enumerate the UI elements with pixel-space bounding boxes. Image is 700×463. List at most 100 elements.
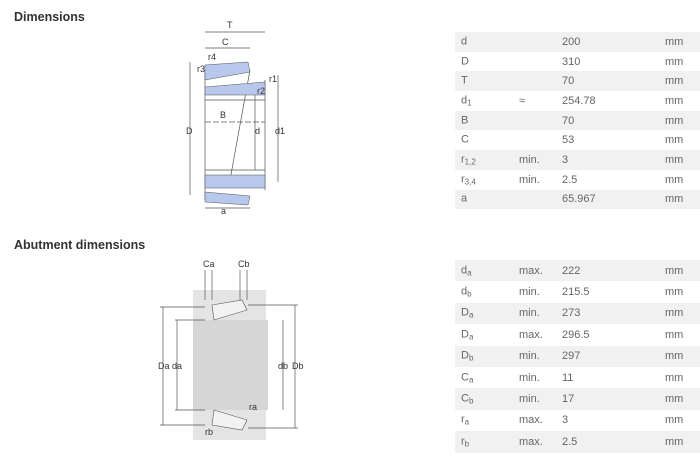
table-row: B 70 mm: [455, 110, 700, 131]
label-r1: r1: [269, 74, 277, 84]
symbol: r1,2: [461, 153, 476, 166]
table-row: r3,4 min. 2.5 mm: [455, 170, 700, 190]
table-row: C 53 mm: [455, 130, 700, 150]
symbol: rb: [461, 435, 469, 448]
label-r4: r4: [208, 52, 216, 62]
value: 2.5: [562, 173, 578, 186]
symbol-text: B: [461, 114, 469, 127]
abutment-diagram: Ca Cb Da da db Db ra rb: [158, 259, 304, 440]
label-r3: r3: [197, 64, 205, 74]
qualifier: ≈: [519, 94, 526, 107]
symbol: B: [461, 114, 468, 127]
label-D: D: [186, 126, 193, 136]
value: 215.5: [562, 286, 590, 299]
symbol-text: d: [461, 264, 468, 277]
symbol-subscript: b: [464, 439, 470, 449]
symbol-text: a: [461, 192, 468, 205]
inner-ring-top: [204, 81, 266, 96]
roller-bottom: [211, 409, 248, 431]
symbol-text: D: [461, 55, 469, 68]
value: 2.5: [562, 435, 578, 448]
label-a: a: [221, 206, 226, 216]
label-Db: Db: [292, 361, 304, 371]
outer-ring-bottom: [204, 174, 266, 189]
label-ra: ra: [249, 402, 257, 412]
table-row: da max. 222 mm: [455, 260, 700, 282]
table-row: T 70 mm: [455, 71, 700, 92]
table-row: Ca min. 11 mm: [455, 367, 700, 388]
table-row: db min. 215.5 mm: [455, 281, 700, 302]
table-row: a 65.967 mm: [455, 189, 700, 210]
qualifier: max.: [519, 264, 543, 277]
symbol-text: C: [461, 371, 469, 384]
symbol-subscript: a: [468, 332, 474, 342]
symbol: Da: [461, 328, 473, 341]
value: 3: [562, 414, 569, 427]
qualifier: min.: [519, 286, 540, 299]
qualifier: min.: [519, 307, 540, 320]
value: 70: [562, 75, 575, 88]
unit: mm: [665, 286, 684, 299]
symbol: Cb: [461, 393, 473, 406]
value: 222: [562, 264, 581, 277]
symbol-subscript: a: [464, 417, 470, 427]
symbol-text: D: [461, 349, 469, 362]
value: 53: [562, 134, 575, 147]
value: 17: [562, 393, 575, 406]
symbol-subscript: a: [467, 268, 472, 278]
table-row: ra max. 3 mm: [455, 410, 700, 431]
unit: mm: [665, 114, 684, 127]
qualifier: max.: [519, 435, 543, 448]
symbol-text: T: [461, 74, 468, 87]
unit: mm: [665, 307, 684, 320]
unit: mm: [665, 35, 684, 48]
value: 273: [562, 307, 581, 320]
unit: mm: [665, 173, 684, 186]
unit: mm: [665, 55, 684, 68]
qualifier: min.: [519, 371, 540, 384]
symbol: T: [461, 75, 468, 88]
symbol: D: [461, 55, 469, 68]
unit: mm: [665, 193, 684, 206]
table-row: Cb min. 17 mm: [455, 388, 700, 410]
label-da: da: [172, 361, 182, 371]
table-row: rb max. 2.5 mm: [455, 431, 700, 453]
unit: mm: [665, 371, 684, 384]
qualifier: min.: [519, 350, 540, 363]
symbol: Da: [461, 307, 473, 320]
value: 200: [562, 35, 581, 48]
symbol-text: D: [461, 306, 469, 319]
unit: mm: [665, 264, 684, 277]
value: 296.5: [562, 328, 590, 341]
symbol-subscript: 1: [467, 98, 472, 108]
symbol-subscript: 1,2: [464, 157, 476, 167]
table-row: Da max. 296.5 mm: [455, 324, 700, 345]
table-row: d 200 mm: [455, 32, 700, 52]
unit: mm: [665, 134, 684, 147]
table-row: Da min. 273 mm: [455, 302, 700, 325]
inner-ring-bottom: [204, 191, 251, 206]
table-row: Db min. 297 mm: [455, 345, 700, 367]
symbol: Ca: [461, 371, 473, 384]
label-d: d: [255, 126, 260, 136]
value: 3: [562, 153, 569, 166]
symbol-subscript: a: [468, 375, 474, 385]
symbol-text: r: [461, 413, 465, 426]
symbol-subscript: b: [468, 353, 474, 363]
symbol: d1: [461, 94, 472, 107]
abutment-heading: Abutment dimensions: [14, 238, 146, 252]
label-Ca: Ca: [203, 259, 215, 269]
symbol-text: d: [461, 35, 468, 48]
qualifier: min.: [519, 173, 540, 186]
value: 65.967: [562, 193, 596, 206]
outer-ring-top: [204, 61, 251, 81]
symbol-subscript: b: [468, 396, 474, 406]
value: 297: [562, 350, 581, 363]
symbol: r3,4: [461, 173, 476, 186]
table-row: r1,2 min. 3 mm: [455, 150, 700, 170]
symbol-subscript: b: [467, 289, 472, 299]
dimensions-heading: Dimensions: [14, 10, 85, 24]
table-row: d1 ≈ 254.78 mm: [455, 91, 700, 111]
